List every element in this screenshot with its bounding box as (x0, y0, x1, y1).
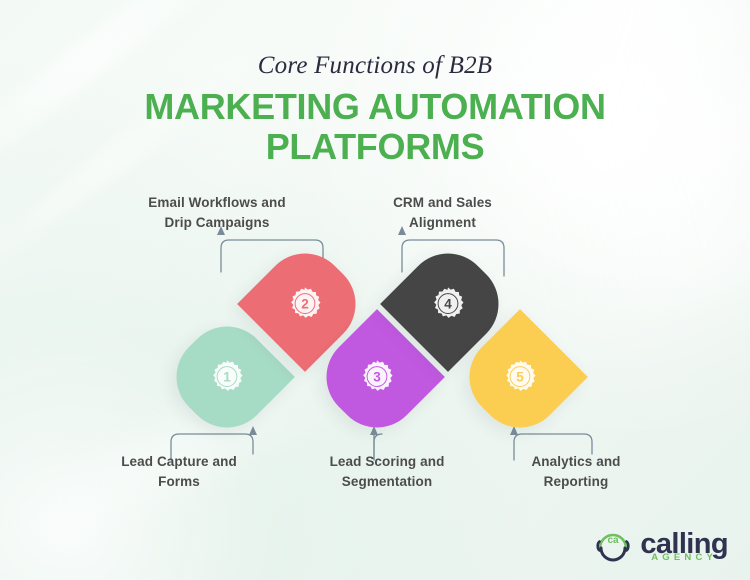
step-label-1-line-1: Lead Capture and (121, 454, 237, 469)
svg-text:ca: ca (608, 535, 620, 546)
step-shape-5[interactable]: 5 (452, 309, 588, 445)
brand-logo-word: calling (640, 527, 728, 560)
step-label-1-line-2: Forms (158, 473, 200, 489)
step-number-text-2: 2 (301, 297, 309, 312)
connector-step-2 (217, 226, 324, 277)
step-label-4-line-2: Alignment (409, 214, 476, 230)
step-label-4: CRM and Sales Alignment (355, 193, 530, 232)
page-title: Core Functions of B2B MARKETING AUTOMATI… (0, 52, 750, 167)
calling-agency-monogram-icon: ca (596, 533, 630, 562)
step-label-2-line-2: Drip Campaigns (164, 214, 270, 230)
connector-step-4 (398, 226, 505, 277)
step-label-1: Lead Capture and Forms (90, 452, 268, 491)
step-label-5: Analytics and Reporting (490, 452, 662, 491)
step-number-text-1: 1 (223, 370, 231, 385)
connector-step-3 (370, 426, 383, 461)
brand-logo-subtitle: AGENCY (651, 551, 718, 563)
step-shape-1[interactable]: 1 (159, 309, 295, 445)
step-label-3-line-2: Segmentation (341, 473, 433, 489)
brand-logo-text: calling AGENCY (640, 527, 728, 563)
step-label-3: Lead Scoring and Segmentation (298, 452, 476, 491)
step-badge-holder-1: 1 (179, 329, 275, 425)
step-number-badge-4: 4 (434, 287, 464, 318)
step-badge-holder-2: 2 (257, 256, 353, 352)
step-label-2: Email Workflows and Drip Campaigns (112, 193, 322, 232)
step-badge-holder-4: 4 (400, 256, 496, 352)
step-number-badge-2: 2 (291, 287, 321, 318)
step-shape-3[interactable]: 3 (309, 309, 445, 445)
step-shape-4[interactable]: 4 (380, 236, 516, 372)
title-main: MARKETING AUTOMATION PLATFORMS (0, 85, 750, 168)
connector-step-5 (510, 426, 593, 461)
step-label-5-line-1: Analytics and (531, 454, 621, 469)
step-label-5-line-2: Reporting (543, 473, 609, 489)
title-eyebrow: Core Functions of B2B (257, 52, 493, 79)
step-badge-holder-3: 3 (329, 329, 425, 425)
step-label-2-line-1: Email Workflows and (148, 195, 286, 210)
title-line-2: PLATFORMS (265, 126, 485, 168)
step-badge-holder-5: 5 (472, 329, 568, 425)
step-label-4-line-1: CRM and Sales (393, 195, 492, 210)
step-number-badge-1: 1 (213, 360, 243, 391)
step-label-3-line-1: Lead Scoring and (329, 454, 445, 469)
title-line-1: MARKETING AUTOMATION (144, 85, 606, 127)
step-number-text-3: 3 (373, 370, 381, 385)
connector-step-1 (170, 426, 257, 461)
step-shape-2[interactable]: 2 (237, 236, 373, 372)
step-number-text-4: 4 (444, 297, 452, 312)
step-number-badge-5: 5 (506, 360, 536, 391)
brand-logo[interactable]: ca calling AGENCY (593, 527, 729, 563)
step-number-badge-3: 3 (363, 360, 393, 391)
step-number-text-5: 5 (516, 370, 524, 385)
